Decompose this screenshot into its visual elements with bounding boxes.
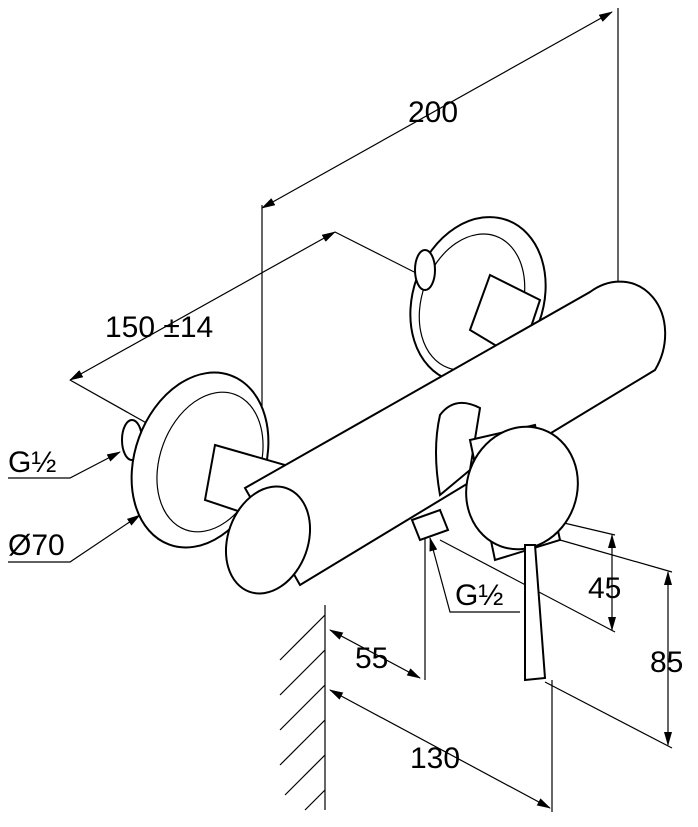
dim-45: 45 bbox=[588, 572, 621, 605]
dim-55: 55 bbox=[355, 642, 388, 675]
dimension-lines bbox=[8, 11, 672, 809]
wall-hatching bbox=[279, 605, 326, 811]
dim-130: 130 bbox=[410, 742, 460, 775]
mixer-body bbox=[224, 280, 667, 595]
dim-85: 85 bbox=[650, 646, 683, 679]
dim-outlet-thread: G½ bbox=[455, 579, 503, 612]
dim-200: 200 bbox=[408, 96, 458, 129]
dim-150: 150 ±14 bbox=[105, 311, 213, 344]
dim-inlet-thread: G½ bbox=[8, 446, 56, 479]
dim-escutcheon-diameter: Ø70 bbox=[8, 529, 65, 562]
control-handle bbox=[465, 423, 579, 682]
